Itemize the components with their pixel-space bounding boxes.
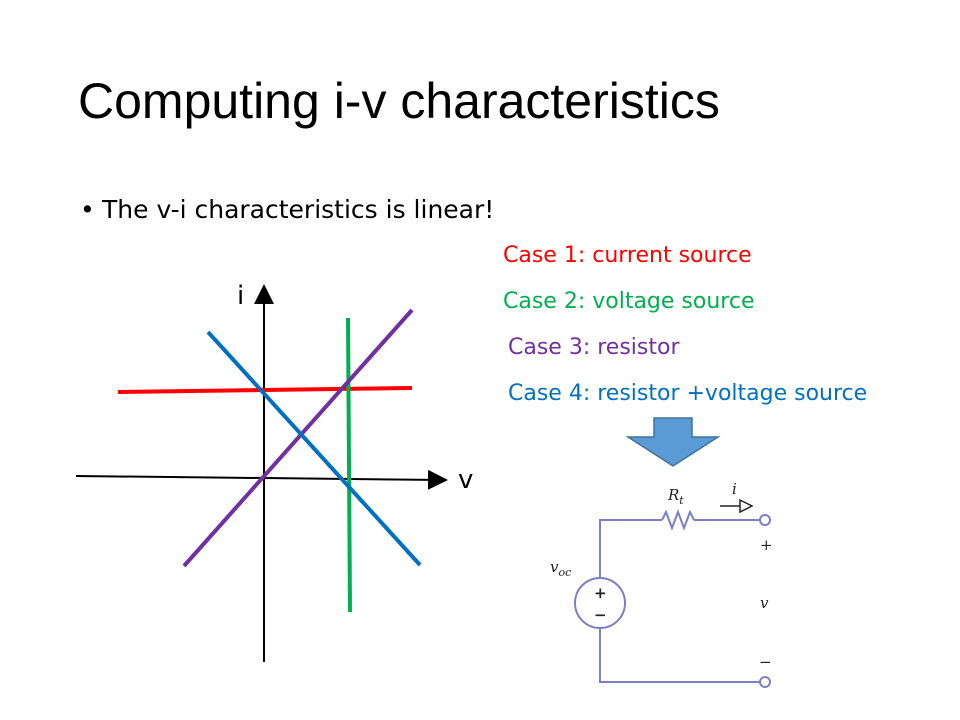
y-axis-label: i [237,281,244,311]
resistor-line [182,308,414,568]
minus-terminal-label: − [759,653,772,671]
resistor-symbol [661,509,695,531]
down-arrow-icon [625,417,721,467]
bottom-terminal [759,676,771,688]
case-4-label: Case 4: resistor +voltage source [508,381,868,406]
output-voltage-label: v [760,594,769,612]
current-arrow-icon [739,498,754,514]
slide-title: Computing i-v characteristics [78,73,720,129]
case-2-label: Case 2: voltage source [503,289,755,314]
plus-terminal-label: + [760,536,773,554]
top-terminal [759,514,771,526]
bullet-item: •The v-i characteristics is linear! [80,195,494,224]
x-axis-label: v [458,465,473,495]
voltage-source-line [346,317,352,613]
bullet-dot-icon: • [80,195,95,224]
source-minus-sign: − [594,606,607,624]
bullet-text: The v-i characteristics is linear! [102,195,495,224]
thevenin-circuit [574,509,771,688]
resistor-label: Rt [667,486,684,507]
source-voltage-label: voc [550,558,571,579]
case-3-label: Case 3: resistor [508,335,680,360]
voltage-source-symbol [574,577,626,629]
source-plus-sign: + [594,584,607,602]
case-1-label: Case 1: current source [503,243,752,268]
resistor-voltage-source-line [206,330,422,567]
current-source-line [117,386,413,394]
current-label: i [732,480,737,498]
